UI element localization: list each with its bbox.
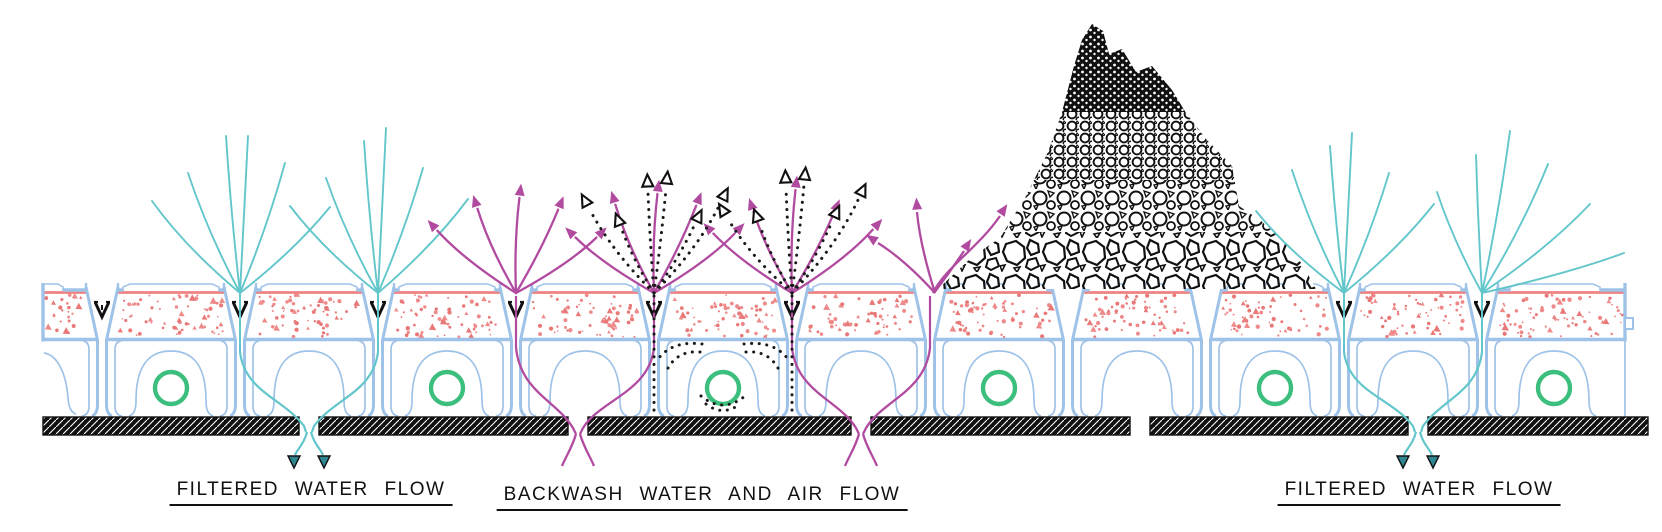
label-text: FILTERED WATER FLOW [1284,479,1554,500]
filtered-flow-right [1255,130,1625,470]
floor-slab [42,416,1649,436]
filter-bed [41,283,1634,418]
filtered-flow-left [151,127,469,470]
label-backwash-water-and-air-flow: BACKWASH WATER AND AIR FLOW [496,484,908,511]
label-filtered-water-flow-left: FILTERED WATER FLOW [169,479,453,506]
backwash-air-flow [580,165,867,414]
label-text: BACKWASH WATER AND AIR FLOW [503,484,901,505]
media-mound [938,24,1316,289]
backwash-water-flow [427,175,1008,467]
label-filtered-water-flow-right: FILTERED WATER FLOW [1277,479,1561,506]
label-text: FILTERED WATER FLOW [176,479,446,500]
